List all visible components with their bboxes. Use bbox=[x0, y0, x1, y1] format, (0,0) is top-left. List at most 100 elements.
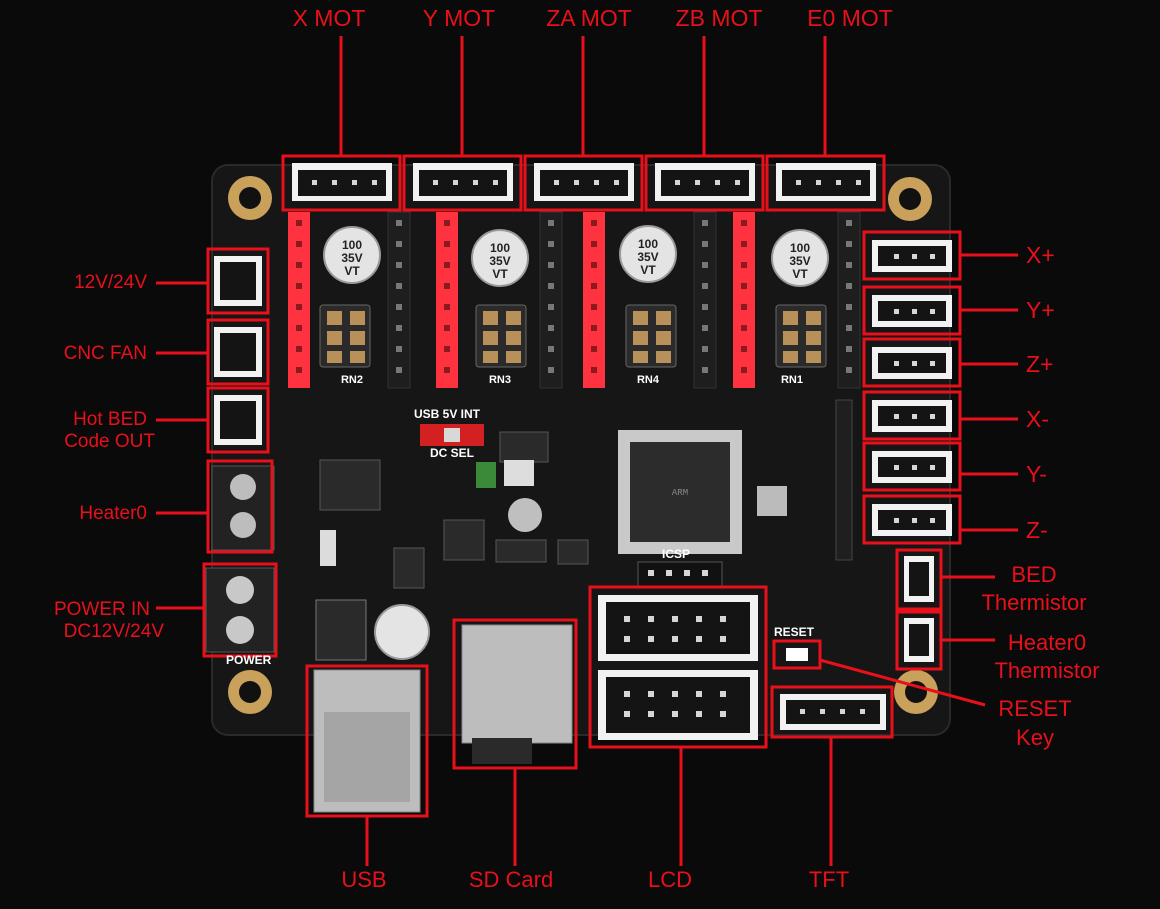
connector-pin bbox=[720, 616, 726, 622]
socket-pin bbox=[396, 304, 402, 310]
socket-pin bbox=[846, 241, 852, 247]
connector-pin bbox=[912, 361, 917, 366]
cap-label: 35V bbox=[789, 254, 810, 268]
socket-pin bbox=[548, 346, 554, 352]
connector-pin bbox=[672, 616, 678, 622]
socket-pin bbox=[296, 304, 302, 310]
socket-pin bbox=[591, 304, 597, 310]
y-plus-label: Y+ bbox=[1026, 297, 1055, 323]
socket-pin bbox=[846, 220, 852, 226]
socket-pin bbox=[444, 220, 450, 226]
socket-pin bbox=[444, 346, 450, 352]
socket-pin bbox=[548, 325, 554, 331]
connector-pin bbox=[930, 465, 935, 470]
socket-pin bbox=[741, 241, 747, 247]
sd-card-label: SD Card bbox=[468, 867, 554, 892]
connector-pin bbox=[696, 636, 702, 642]
socket-pin bbox=[741, 367, 747, 373]
cap-label: VT bbox=[492, 267, 508, 281]
socket-pin bbox=[741, 262, 747, 268]
connector-pin bbox=[594, 180, 599, 185]
connector-pin bbox=[648, 711, 654, 717]
socket-pin bbox=[846, 325, 852, 331]
heater0-thermistor-top-label: Heater0 bbox=[1007, 630, 1087, 655]
socket-pin bbox=[741, 325, 747, 331]
connector-pin bbox=[894, 518, 899, 523]
connector-pin bbox=[695, 180, 700, 185]
socket-pin bbox=[846, 304, 852, 310]
connector-pin bbox=[624, 691, 630, 697]
code-out-label: Code OUT bbox=[64, 431, 155, 452]
driver-sockets bbox=[288, 211, 861, 389]
cap-label: 35V bbox=[341, 251, 362, 265]
connector-pin bbox=[672, 636, 678, 642]
connector-pin bbox=[735, 180, 740, 185]
za-mot-label: ZA MOT bbox=[546, 5, 632, 31]
cap-label: 100 bbox=[638, 237, 658, 251]
connector-pin bbox=[930, 309, 935, 314]
cap-label: 100 bbox=[790, 241, 810, 255]
icsp-label: ICSP bbox=[662, 547, 691, 561]
usb-connector bbox=[313, 669, 421, 813]
leader-lines bbox=[156, 36, 1018, 866]
lcd-label: LCD bbox=[647, 867, 693, 892]
small-components bbox=[315, 399, 853, 661]
connector-pin bbox=[912, 414, 917, 419]
connector-pin bbox=[675, 180, 680, 185]
socket-pin bbox=[846, 346, 852, 352]
connector-pin bbox=[800, 709, 805, 714]
connector-pin bbox=[930, 518, 935, 523]
connector-pin bbox=[912, 518, 917, 523]
bed-label: BED bbox=[1011, 562, 1057, 587]
connector-pin bbox=[894, 465, 899, 470]
socket-pin bbox=[741, 304, 747, 310]
heater0-thermistor-label: Thermistor bbox=[994, 658, 1100, 683]
connector-pin bbox=[473, 180, 478, 185]
dc-sel-label: DC SEL bbox=[430, 446, 475, 460]
connector-pin bbox=[372, 180, 377, 185]
usb-label: USB bbox=[341, 867, 387, 892]
socket-pin bbox=[702, 367, 708, 373]
power-in-voltage-label: DC12V/24V bbox=[63, 621, 164, 642]
cap-label: VT bbox=[344, 264, 360, 278]
socket-pin bbox=[396, 241, 402, 247]
socket-pin bbox=[396, 346, 402, 352]
x-minus-label: X- bbox=[1026, 406, 1049, 432]
connector-pin bbox=[860, 709, 865, 714]
cap-label: VT bbox=[792, 267, 808, 281]
heater0-label: Heater0 bbox=[79, 503, 147, 524]
usb-5v-int-label: USB 5V INT bbox=[414, 407, 481, 421]
connector-pin bbox=[816, 180, 821, 185]
cap-label: 100 bbox=[490, 241, 510, 255]
connector-pin bbox=[720, 636, 726, 642]
connector-pin bbox=[820, 709, 825, 714]
power-12v24v-label: 12V/24V bbox=[74, 272, 147, 293]
socket-pin bbox=[396, 325, 402, 331]
connector-pin bbox=[624, 711, 630, 717]
socket-pin bbox=[846, 283, 852, 289]
connector-pin bbox=[624, 636, 630, 642]
socket-pin bbox=[591, 262, 597, 268]
socket-pin bbox=[548, 241, 554, 247]
socket-pin bbox=[591, 241, 597, 247]
hot-bed-label: Hot BED bbox=[73, 409, 147, 430]
annotation-boxes bbox=[202, 154, 962, 818]
socket-pin bbox=[548, 283, 554, 289]
socket-pin bbox=[846, 262, 852, 268]
connector-pin bbox=[894, 309, 899, 314]
connector-pin bbox=[720, 711, 726, 717]
zb-mot-label: ZB MOT bbox=[675, 5, 763, 31]
connector-pin bbox=[312, 180, 317, 185]
x-mot-label: X MOT bbox=[292, 5, 366, 31]
socket-pin bbox=[396, 262, 402, 268]
connector-pins bbox=[312, 180, 935, 717]
connector-pin bbox=[930, 414, 935, 419]
connector-pin bbox=[614, 180, 619, 185]
socket-pin bbox=[591, 367, 597, 373]
rn-labels: RN2 RN3 RN4 RN1 bbox=[341, 374, 803, 386]
connector-pin bbox=[648, 616, 654, 622]
socket-pin bbox=[296, 283, 302, 289]
tft-label: TFT bbox=[808, 867, 850, 892]
connector-pin bbox=[912, 309, 917, 314]
